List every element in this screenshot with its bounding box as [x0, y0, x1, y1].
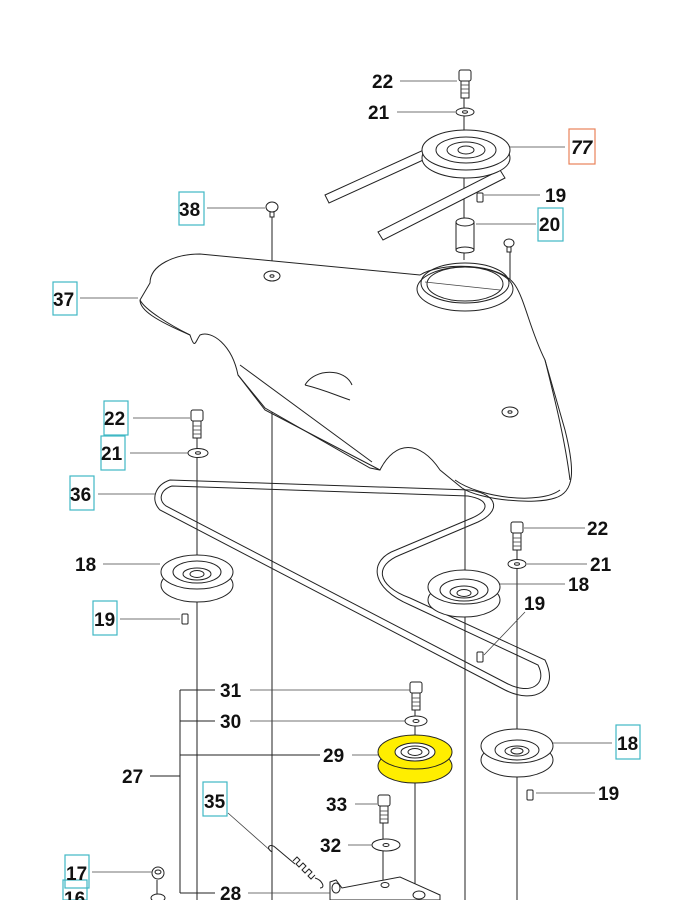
callout-17[interactable]: 17 — [66, 864, 87, 885]
bolt-22-right[interactable] — [510, 521, 524, 551]
callout-18-left[interactable]: 18 — [75, 555, 96, 576]
callout-18-mid[interactable]: 18 — [568, 575, 589, 596]
callout-22-top[interactable]: 22 — [372, 72, 393, 93]
bolt-33[interactable] — [377, 794, 391, 824]
callout-37[interactable]: 37 — [53, 290, 74, 311]
spacer-20[interactable] — [455, 217, 475, 254]
washer-16[interactable] — [150, 893, 166, 900]
callout-boxes — [52, 128, 641, 900]
callout-38[interactable]: 38 — [179, 200, 200, 221]
key-19-top[interactable] — [476, 192, 484, 203]
washer-21-left[interactable] — [187, 448, 209, 458]
nut-17[interactable] — [151, 866, 165, 880]
callout-28[interactable]: 28 — [220, 884, 241, 900]
callout-21-top[interactable]: 21 — [368, 103, 390, 124]
key-19-left[interactable] — [181, 613, 189, 625]
callout-21-right[interactable]: 21 — [590, 555, 612, 576]
idler-arm-28[interactable] — [329, 876, 441, 900]
bolt-31[interactable] — [409, 681, 423, 711]
bolt-22-top[interactable] — [458, 69, 472, 99]
washer-21-right[interactable] — [507, 559, 527, 569]
washer-30[interactable] — [404, 715, 428, 727]
callout-16[interactable]: 16 — [64, 889, 85, 900]
callout-19-top[interactable]: 19 — [545, 186, 566, 207]
callout-30[interactable]: 30 — [220, 712, 241, 733]
key-19-mid[interactable] — [476, 651, 484, 663]
washer-32[interactable] — [371, 838, 401, 852]
callout-19-right[interactable]: 19 — [598, 784, 619, 805]
callout-22-right[interactable]: 22 — [587, 519, 608, 540]
callout-20[interactable]: 20 — [539, 215, 560, 236]
washer-21-top[interactable] — [455, 107, 475, 117]
callout-leaders — [80, 80, 612, 894]
pulley-18-right[interactable] — [480, 728, 554, 778]
callout-32[interactable]: 32 — [320, 836, 341, 857]
callout-35[interactable]: 35 — [204, 792, 226, 813]
callout-labels: 22 21 77 19 20 38 37 22 21 36 22 18 21 1… — [53, 72, 638, 900]
callout-36[interactable]: 36 — [70, 485, 91, 506]
callout-22-left[interactable]: 22 — [104, 409, 125, 430]
cover-37[interactable] — [139, 253, 573, 502]
callout-33[interactable]: 33 — [326, 795, 347, 816]
callout-21-left[interactable]: 21 — [101, 444, 123, 465]
pulley-18-mid[interactable] — [427, 569, 501, 618]
idler-pulley-29[interactable] — [377, 734, 453, 784]
belt-36[interactable] — [154, 479, 550, 697]
callout-19-mid[interactable]: 19 — [524, 594, 545, 615]
callout-27[interactable]: 27 — [122, 767, 143, 788]
bolt-22-left[interactable] — [190, 409, 204, 439]
axis-lines — [150, 90, 518, 900]
callout-29[interactable]: 29 — [323, 746, 344, 767]
callout-31[interactable]: 31 — [220, 681, 242, 702]
pulley-18-left[interactable] — [160, 554, 234, 603]
callout-19-left[interactable]: 19 — [94, 610, 115, 631]
callout-77[interactable]: 77 — [571, 138, 594, 159]
pulley-77[interactable] — [421, 129, 511, 179]
key-19-right[interactable] — [526, 789, 534, 801]
screw-38[interactable] — [265, 201, 279, 218]
spring-35[interactable] — [227, 812, 324, 889]
screw-38-right[interactable] — [503, 238, 515, 253]
callout-18-right[interactable]: 18 — [617, 734, 638, 755]
